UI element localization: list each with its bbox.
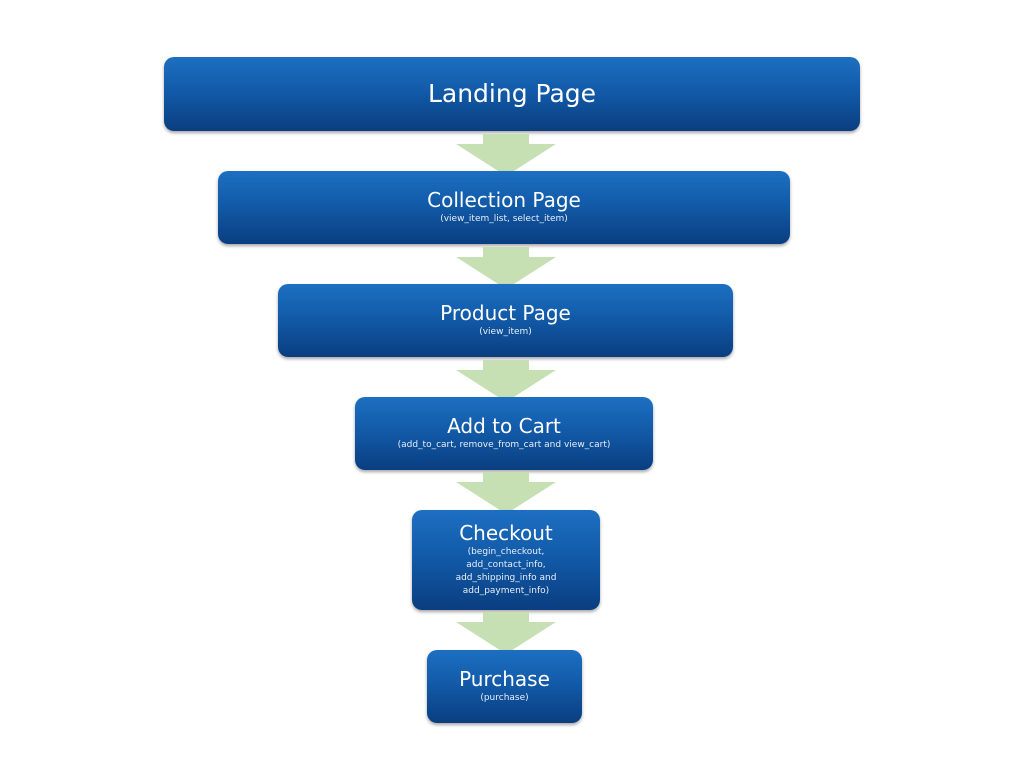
stage-purchase: Purchase (purchase) [427, 650, 582, 723]
stage-checkout: Checkout (begin_checkout, add_contact_in… [412, 510, 600, 610]
down-arrow-icon [456, 612, 556, 654]
stage-title: Collection Page [427, 188, 581, 212]
stage-collection-page: Collection Page (view_item_list, select_… [218, 171, 790, 244]
stage-add-to-cart: Add to Cart (add_to_cart, remove_from_ca… [355, 397, 653, 470]
stage-events: (view_item) [479, 327, 532, 337]
stage-title: Product Page [440, 301, 571, 325]
down-arrow-icon [456, 134, 556, 176]
stage-events: (view_item_list, select_item) [440, 214, 568, 224]
down-arrow-icon [456, 360, 556, 402]
stage-title: Checkout [459, 521, 553, 545]
stage-title: Landing Page [427, 79, 597, 108]
stage-events: (add_to_cart, remove_from_cart and view_… [397, 440, 611, 450]
down-arrow-icon [456, 247, 556, 289]
down-arrow-icon [456, 472, 556, 514]
stage-title: Add to Cart [447, 414, 561, 438]
stage-product-page: Product Page (view_item) [278, 284, 733, 357]
stage-title: Purchase [459, 667, 550, 691]
stage-events: (begin_checkout, add_contact_info, add_s… [455, 547, 557, 596]
stage-events: (purchase) [480, 693, 529, 703]
stage-landing-page: Landing Page [164, 57, 860, 131]
